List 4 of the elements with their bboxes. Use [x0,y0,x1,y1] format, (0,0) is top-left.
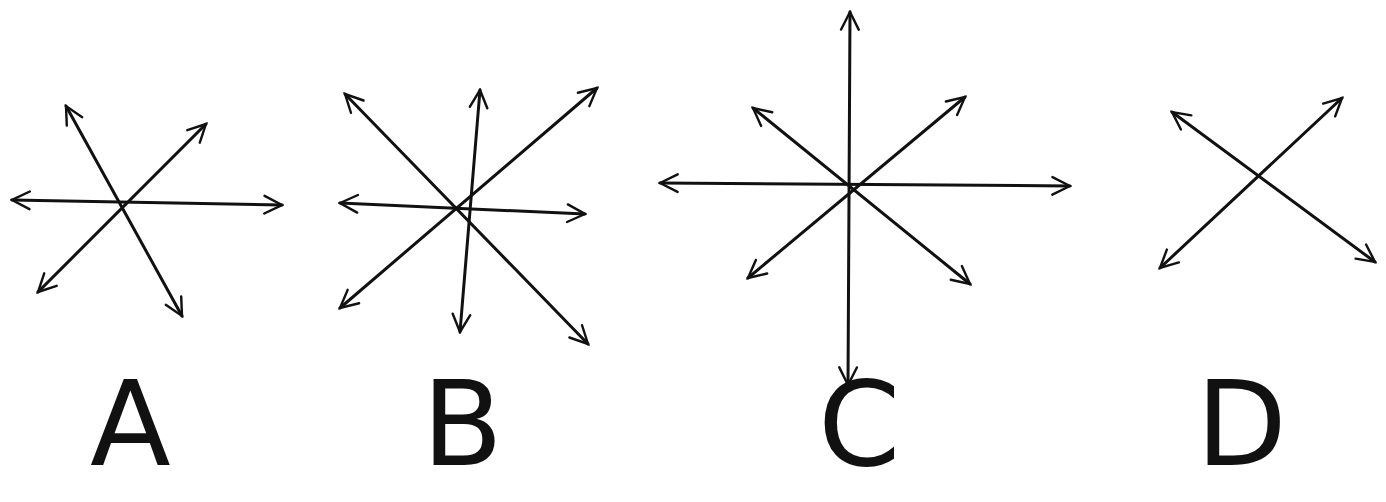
figure-letter: B [422,365,503,483]
figure-letter: C [818,365,901,483]
figure-letter: A [90,365,171,483]
figure-letter: D [1196,365,1287,483]
